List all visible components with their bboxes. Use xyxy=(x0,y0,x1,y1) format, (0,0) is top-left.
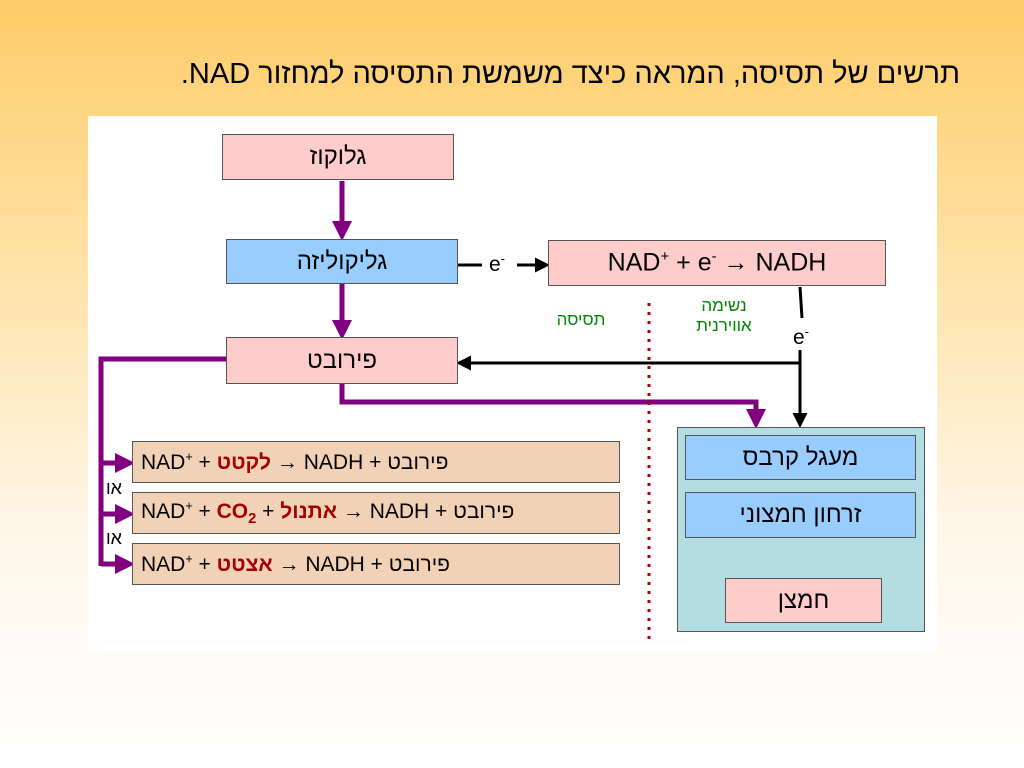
glycolysis-label: גליקוליזה xyxy=(296,247,388,275)
nad-reaction-text: NAD+ + e- → NADH xyxy=(607,248,827,277)
krebs-box: מעגל קרבס xyxy=(685,435,916,480)
equation-acetate: NAD+ + אצטט → NADH + פירובט xyxy=(132,543,620,585)
pyruvate-label: פירובט xyxy=(307,346,377,374)
electron-label-1: e- xyxy=(489,252,505,276)
oxidative-box: זרחון חמצוני xyxy=(685,492,916,538)
oxidative-label: זרחון חמצוני xyxy=(739,501,862,528)
nad-reaction-box: NAD+ + e- → NADH xyxy=(548,240,886,286)
equation-acetate-text: NAD+ + אצטט → NADH + פירובט xyxy=(141,551,450,576)
or-label-1: או xyxy=(106,478,122,498)
glucose-box: גלוקוז xyxy=(222,134,454,180)
oxygen-label: חמצן xyxy=(777,586,830,614)
glucose-label: גלוקוז xyxy=(309,143,367,170)
line-pyruvate-branch xyxy=(98,356,227,566)
glycolysis-box: גליקוליזה xyxy=(226,239,458,284)
electron-label-2: e- xyxy=(792,325,810,350)
or-label-2: או xyxy=(106,528,122,548)
pyruvate-box: פירובט xyxy=(226,337,458,384)
krebs-label: מעגל קרבס xyxy=(742,443,859,471)
aerobic-label: נשימה אווירנית xyxy=(696,296,752,335)
equation-lactate-text: NAD+ + לקטט → NADH + פירובט xyxy=(141,449,449,474)
oxygen-box: חמצן xyxy=(725,578,882,623)
fermentation-label: תסיסה xyxy=(556,310,606,329)
equation-lactate: NAD+ + לקטט → NADH + פירובט xyxy=(132,441,620,483)
arrow-pyruvate-krebs xyxy=(339,384,766,429)
equation-ethanol-text: NAD+ + CO2 + אתנול → NADH + פירובט xyxy=(141,498,515,528)
equation-ethanol: NAD+ + CO2 + אתנול → NADH + פירובט xyxy=(132,492,620,534)
slide-title: תרשים של תסיסה, המראה כיצד משמשת התסיסה … xyxy=(180,58,960,90)
line-nadh-electron xyxy=(798,286,804,319)
